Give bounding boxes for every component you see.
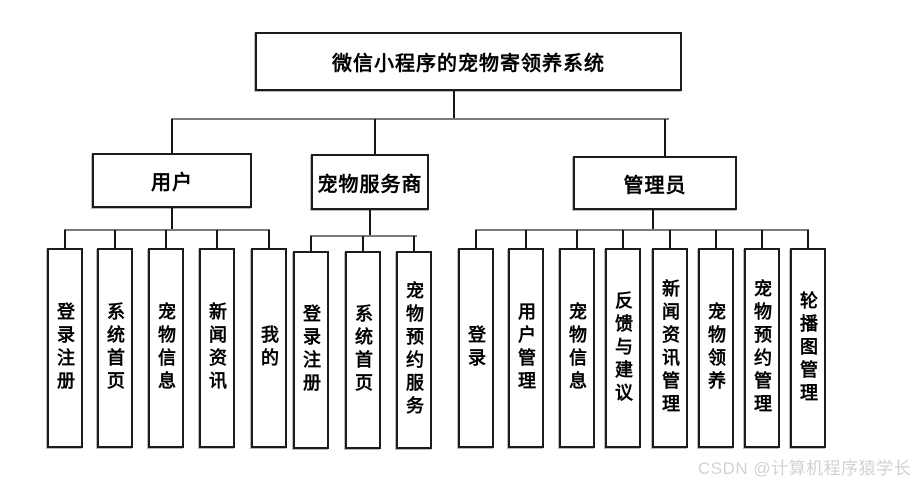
- leaf-news: 新闻资讯: [199, 248, 235, 448]
- leaf-login-register: 登录注册: [47, 248, 83, 448]
- leaf-label: 新闻资讯: [207, 302, 227, 394]
- connector-admin-drop-5: [669, 230, 671, 249]
- leaf-label: 用户管理: [516, 302, 536, 394]
- connector-user-out: [171, 208, 173, 230]
- connector-admin-drop-4: [622, 230, 624, 249]
- leaf-label: 轮播图管理: [798, 290, 818, 406]
- node-user: 用户: [92, 153, 252, 208]
- connector-provider-in: [374, 119, 376, 154]
- connector-user-drop-4: [216, 230, 218, 249]
- leaf-label: 宠物预约管理: [752, 279, 772, 417]
- connector-user-drop-1: [64, 230, 66, 249]
- group-label-user: 用户: [151, 172, 193, 194]
- group-label-provider: 宠物服务商: [317, 173, 423, 196]
- connector-user-in: [171, 119, 173, 153]
- leaf-carousel-management: 轮播图管理: [790, 248, 826, 448]
- connector-admin-drop-7: [761, 230, 763, 249]
- connector-admin-drop-6: [715, 230, 717, 249]
- leaf-mine: 我的: [251, 248, 287, 448]
- leaf-feedback-suggestions: 反馈与建议: [605, 248, 641, 448]
- leaf-label: 系统首页: [105, 302, 125, 394]
- leaf-pet-adoption: 宠物领养: [698, 248, 734, 448]
- node-admin: 管理员: [573, 156, 737, 210]
- leaf-label: 宠物信息: [156, 302, 176, 394]
- leaf-label: 登录: [466, 325, 486, 371]
- connector-provider-drop-3: [413, 236, 415, 252]
- connector-admin-in: [664, 119, 666, 156]
- watermark: CSDN @计算机程序猿学长: [698, 459, 910, 478]
- connector-admin-drop-1: [475, 230, 477, 249]
- connector-user-bus: [64, 229, 270, 231]
- leaf-news-management: 新闻资讯管理: [652, 248, 688, 448]
- leaf-provider-login-register: 登录注册: [293, 251, 329, 449]
- leaf-user-management: 用户管理: [508, 248, 544, 448]
- connector-admin-drop-2: [525, 230, 527, 249]
- leaf-pet-info: 宠物信息: [148, 248, 184, 448]
- connector-admin-bus: [475, 229, 809, 231]
- leaf-label: 宠物信息: [567, 302, 587, 394]
- leaf-label: 新闻资讯管理: [660, 279, 680, 417]
- leaf-pet-booking-service: 宠物预约服务: [396, 251, 432, 449]
- connector-root-drop: [453, 91, 455, 119]
- leaf-pet-booking-management: 宠物预约管理: [744, 248, 780, 448]
- connector-user-drop-3: [165, 230, 167, 249]
- leaf-label: 系统首页: [353, 304, 373, 396]
- system-title: 微信小程序的宠物寄领养系统: [332, 53, 605, 75]
- connector-user-drop-2: [114, 230, 116, 249]
- group-label-admin: 管理员: [623, 174, 687, 197]
- leaf-label: 宠物领养: [706, 302, 726, 394]
- leaf-admin-pet-info: 宠物信息: [559, 248, 595, 448]
- connector-provider-drop-1: [310, 236, 312, 252]
- leaf-label: 登录注册: [301, 304, 321, 396]
- connector-provider-drop-2: [362, 236, 364, 252]
- leaf-system-home: 系统首页: [97, 248, 133, 448]
- connector-admin-drop-8: [807, 230, 809, 249]
- connector-main-bus: [171, 118, 669, 120]
- connector-user-drop-5: [268, 230, 270, 249]
- connector-admin-out: [652, 210, 654, 230]
- leaf-label: 反馈与建议: [613, 290, 633, 406]
- leaf-provider-system-home: 系统首页: [345, 251, 381, 449]
- leaf-admin-login: 登录: [458, 248, 494, 448]
- node-pet-service-provider: 宠物服务商: [311, 154, 429, 210]
- connector-admin-drop-3: [576, 230, 578, 249]
- connector-provider-out: [369, 210, 371, 236]
- leaf-label: 宠物预约服务: [404, 281, 424, 419]
- leaf-label: 我的: [259, 325, 279, 371]
- leaf-label: 登录注册: [55, 302, 75, 394]
- node-system-root: 微信小程序的宠物寄领养系统: [255, 32, 682, 91]
